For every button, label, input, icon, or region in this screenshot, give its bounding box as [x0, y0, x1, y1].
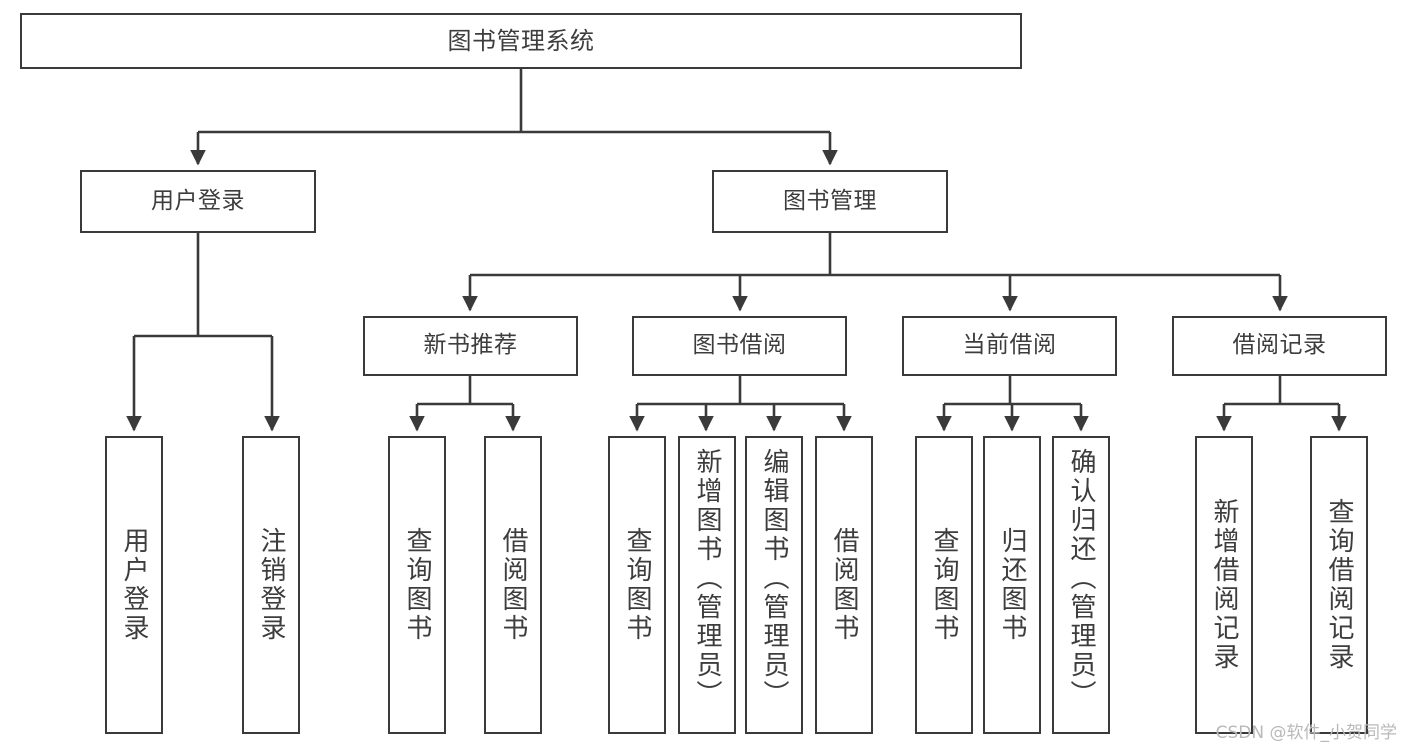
- node-book-management[interactable]: 图书管理: [712, 170, 948, 233]
- node-label: 编辑图书（管理员）: [759, 448, 789, 709]
- node-current-borrow[interactable]: 当前借阅: [902, 316, 1117, 376]
- node-label: 用户登录: [151, 187, 245, 214]
- leaf-borrow-query-book[interactable]: 查询图书: [608, 436, 666, 734]
- node-book-borrow[interactable]: 图书借阅: [632, 316, 847, 376]
- leaf-borrow-borrow-book[interactable]: 借阅图书: [815, 436, 873, 734]
- node-new-book-recommend[interactable]: 新书推荐: [363, 316, 578, 376]
- node-label: 图书管理: [783, 187, 877, 214]
- node-label: 用户登录: [119, 527, 149, 643]
- node-label: 借阅记录: [1232, 332, 1327, 359]
- node-label: 当前借阅: [962, 332, 1057, 359]
- node-label: 归还图书: [997, 527, 1027, 643]
- leaf-current-query-book[interactable]: 查询图书: [915, 436, 973, 734]
- node-label: 查询图书: [402, 527, 432, 643]
- node-label: 新增图书（管理员）: [692, 448, 722, 709]
- leaf-user-login-login[interactable]: 用户登录: [105, 436, 163, 734]
- node-label: 图书借阅: [692, 332, 787, 359]
- leaf-current-return-book[interactable]: 归还图书: [983, 436, 1041, 734]
- leaf-current-confirm-return-admin[interactable]: 确认归还（管理员）: [1052, 436, 1110, 734]
- node-borrow-records[interactable]: 借阅记录: [1172, 316, 1387, 376]
- node-root-system[interactable]: 图书管理系统: [20, 13, 1022, 69]
- node-label: 查询借阅记录: [1324, 498, 1354, 672]
- node-label: 新增借阅记录: [1209, 498, 1239, 672]
- leaf-user-login-logout[interactable]: 注销登录: [242, 436, 300, 734]
- leaf-new-book-borrow[interactable]: 借阅图书: [484, 436, 542, 734]
- node-label: 借阅图书: [829, 527, 859, 643]
- node-user-login[interactable]: 用户登录: [80, 170, 316, 233]
- node-label: 确认归还（管理员）: [1066, 448, 1096, 709]
- leaf-new-book-query[interactable]: 查询图书: [388, 436, 446, 734]
- node-label: 新书推荐: [423, 332, 518, 359]
- node-label: 查询图书: [929, 527, 959, 643]
- node-label: 查询图书: [622, 527, 652, 643]
- leaf-records-add-record[interactable]: 新增借阅记录: [1195, 436, 1253, 734]
- node-label: 借阅图书: [498, 527, 528, 643]
- leaf-borrow-add-book-admin[interactable]: 新增图书（管理员）: [678, 436, 736, 734]
- node-label: 注销登录: [256, 527, 286, 643]
- leaf-borrow-edit-book-admin[interactable]: 编辑图书（管理员）: [745, 436, 803, 734]
- leaf-records-query-record[interactable]: 查询借阅记录: [1310, 436, 1368, 734]
- node-label: 图书管理系统: [447, 26, 595, 55]
